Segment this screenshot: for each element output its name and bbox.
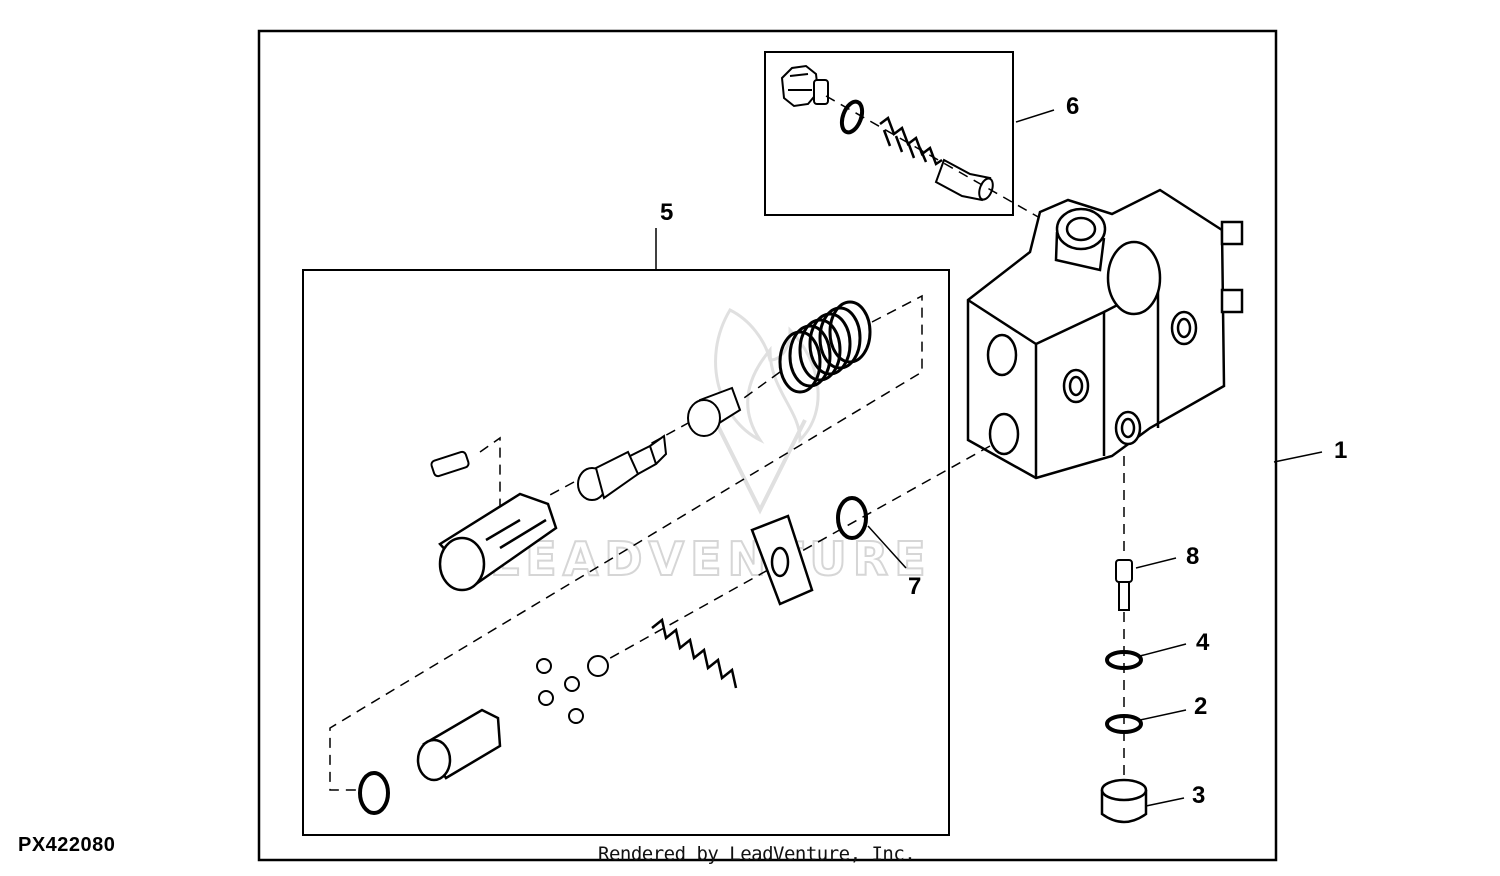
spool-cap-icon xyxy=(687,386,742,437)
guide-line-6 xyxy=(825,95,1041,219)
relief-spring-icon xyxy=(879,115,943,166)
figure-id: PX422080 xyxy=(18,834,116,856)
callout-4: 4 xyxy=(1196,629,1210,656)
socket-screw-icon xyxy=(430,450,470,478)
guide-line-screw xyxy=(479,436,501,520)
valve-body-icon xyxy=(966,188,1244,480)
spool-housing-icon xyxy=(438,492,558,592)
watermark-text: LEADVENTURE xyxy=(490,532,932,586)
small-o-ring-icon xyxy=(839,99,865,135)
small-spring-icon xyxy=(651,617,738,689)
relief-poppet-icon xyxy=(934,158,994,202)
seal-plate-icon xyxy=(750,514,814,606)
spool-sleeve-icon xyxy=(416,708,502,782)
ball-set-icon xyxy=(536,655,609,724)
callout-8: 8 xyxy=(1186,543,1199,570)
o-ring-4-icon xyxy=(1105,650,1143,670)
o-ring-2-icon xyxy=(1105,714,1143,734)
cap-screw-icon xyxy=(1115,559,1133,611)
callout-1: 1 xyxy=(1334,437,1347,464)
sleeve-o-ring-icon xyxy=(358,771,390,815)
plate-o-ring-icon xyxy=(836,496,868,540)
credit-text: Rendered by LeadVenture, Inc. xyxy=(598,843,916,865)
large-spring-icon xyxy=(778,300,872,394)
plug-icon xyxy=(1100,778,1148,824)
callout-7: 7 xyxy=(908,573,921,600)
guide-line-5 xyxy=(329,294,923,791)
leader-lines xyxy=(655,109,1323,807)
inset-box-6 xyxy=(764,51,1014,216)
relief-plug-icon xyxy=(780,64,829,108)
callout-2: 2 xyxy=(1194,693,1207,720)
inset-box-5 xyxy=(302,269,950,836)
callout-5: 5 xyxy=(660,199,673,226)
outer-frame xyxy=(257,29,1278,862)
needle-valve-icon xyxy=(577,434,668,501)
callout-3: 3 xyxy=(1192,782,1205,809)
watermark: LEADVENTURE xyxy=(489,308,932,587)
callout-6: 6 xyxy=(1066,93,1079,120)
